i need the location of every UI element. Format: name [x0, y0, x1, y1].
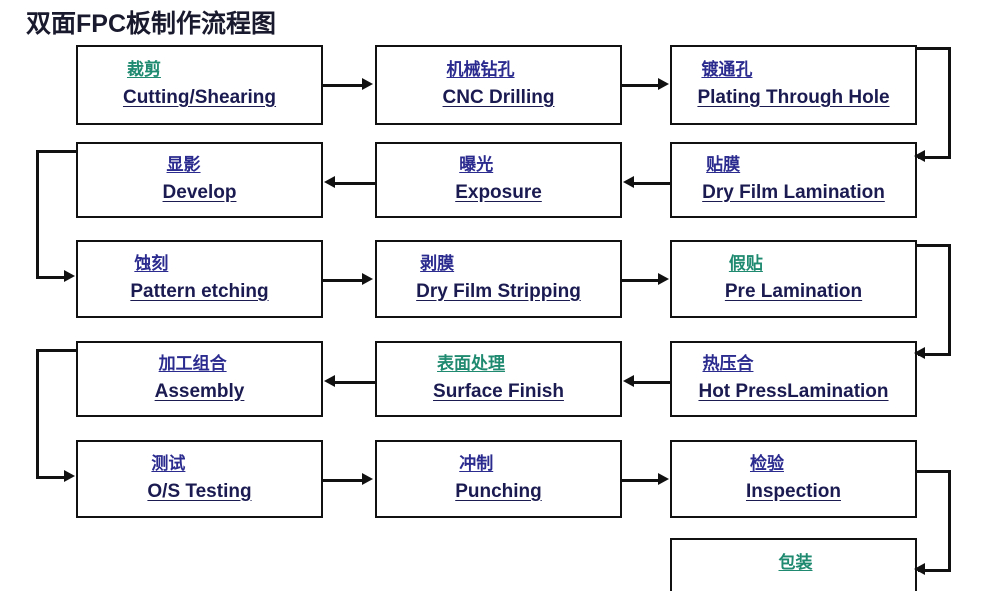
node-surface-finish-en: Surface Finish — [433, 380, 564, 402]
node-packaging-cn: 包装 — [778, 553, 813, 572]
node-cutting-cn: 裁剪 — [126, 60, 161, 80]
arrowhead-punching-to-inspection — [658, 473, 669, 485]
node-dry-film-lamination-en: Dry Film Lamination — [702, 181, 885, 203]
connector-surface-to-assembly — [334, 381, 375, 384]
node-plating-hole-en: Plating Through Hole — [697, 86, 890, 108]
node-exposure-cn: 曝光 — [459, 155, 494, 175]
node-punching-cn: 冲制 — [459, 454, 494, 474]
connector-plating-loop-vertical — [948, 47, 951, 158]
connector-inspection-loop-bottom — [918, 569, 951, 572]
node-cutting[interactable]: 裁剪 Cutting/Shearing — [76, 45, 323, 125]
node-hot-press-lamination-cn: 热压合 — [702, 354, 754, 374]
node-pre-lamination-cn: 假贴 — [728, 254, 763, 274]
node-exposure[interactable]: 曝光 Exposure — [375, 142, 622, 218]
node-inspection-cn: 检验 — [749, 454, 784, 474]
node-cnc-drilling[interactable]: 机械钻孔 CNC Drilling — [375, 45, 622, 125]
arrowhead-assembly-to-testing — [64, 470, 75, 482]
node-plating-hole[interactable]: 镀通孔 Plating Through Hole — [670, 45, 917, 125]
connector-develop-loop-vertical — [36, 150, 39, 279]
connector-cutting-to-drilling — [323, 84, 364, 87]
node-develop-en: Develop — [162, 181, 237, 203]
node-punching[interactable]: 冲制 Punching — [375, 440, 622, 518]
connector-prelamination-loop-bottom — [918, 353, 951, 356]
node-dry-film-stripping[interactable]: 剥膜 Dry Film Stripping — [375, 240, 622, 318]
node-inspection-en: Inspection — [745, 480, 841, 502]
node-assembly-en: Assembly — [154, 380, 245, 402]
arrowhead-hotpress-to-surface — [623, 375, 634, 387]
node-packaging[interactable]: 包装 — [670, 538, 917, 591]
connector-hotpress-to-surface — [633, 381, 670, 384]
node-surface-finish[interactable]: 表面处理 Surface Finish — [375, 341, 622, 417]
connector-develop-loop-top — [36, 150, 78, 153]
connector-testing-to-punching — [323, 479, 364, 482]
node-cutting-en: Cutting/Shearing — [122, 86, 277, 108]
node-exposure-en: Exposure — [455, 181, 542, 203]
connector-assembly-loop-bottom — [36, 476, 67, 479]
node-pre-lamination-en: Pre Lamination — [724, 280, 863, 302]
arrowhead-develop-to-etching — [64, 270, 75, 282]
node-pattern-etching-cn: 蚀刻 — [134, 254, 169, 274]
connector-punching-to-inspection — [622, 479, 660, 482]
arrowhead-testing-to-punching — [362, 473, 373, 485]
connector-lamination-to-exposure — [633, 182, 670, 185]
arrowhead-lamination-to-exposure — [623, 176, 634, 188]
connector-plating-loop-bottom — [918, 156, 951, 159]
node-assembly[interactable]: 加工组合 Assembly — [76, 341, 323, 417]
connector-inspection-loop-vertical — [948, 470, 951, 572]
node-surface-finish-cn: 表面处理 — [437, 354, 506, 374]
node-pre-lamination[interactable]: 假贴 Pre Lamination — [670, 240, 917, 318]
node-os-testing-cn: 测试 — [151, 454, 186, 474]
node-develop-cn: 显影 — [166, 155, 201, 175]
node-cnc-drilling-en: CNC Drilling — [442, 86, 555, 108]
arrowhead-drilling-to-plating — [658, 78, 669, 90]
connector-prelamination-loop-top — [915, 244, 951, 247]
arrowhead-surface-to-assembly — [324, 375, 335, 387]
connector-develop-loop-bottom — [36, 276, 67, 279]
node-cnc-drilling-cn: 机械钻孔 — [446, 60, 515, 80]
arrowhead-exposure-to-develop — [324, 176, 335, 188]
node-dry-film-lamination[interactable]: 贴膜 Dry Film Lamination — [670, 142, 917, 218]
node-dry-film-lamination-cn: 贴膜 — [706, 155, 741, 175]
node-develop[interactable]: 显影 Develop — [76, 142, 323, 218]
connector-exposure-to-develop — [334, 182, 375, 185]
arrowhead-inspection-to-packaging — [914, 563, 925, 575]
connector-drilling-to-plating — [622, 84, 660, 87]
page-title: 双面FPC板制作流程图 — [26, 10, 277, 38]
connector-inspection-loop-top — [915, 470, 951, 473]
node-punching-en: Punching — [455, 480, 542, 502]
connector-plating-loop-top — [915, 47, 951, 50]
arrowhead-cutting-to-drilling — [362, 78, 373, 90]
node-hot-press-lamination-en: Hot PressLamination — [698, 380, 889, 402]
arrowhead-plating-to-lamination — [914, 150, 925, 162]
node-inspection[interactable]: 检验 Inspection — [670, 440, 917, 518]
node-assembly-cn: 加工组合 — [158, 354, 227, 374]
node-dry-film-stripping-cn: 剥膜 — [420, 254, 455, 274]
connector-stripping-to-prelamination — [622, 279, 660, 282]
connector-prelamination-loop-vertical — [948, 244, 951, 356]
node-pattern-etching[interactable]: 蚀刻 Pattern etching — [76, 240, 323, 318]
connector-assembly-loop-vertical — [36, 349, 39, 479]
arrowhead-etching-to-stripping — [362, 273, 373, 285]
node-pattern-etching-en: Pattern etching — [130, 280, 269, 302]
node-os-testing-en: O/S Testing — [147, 480, 252, 502]
node-hot-press-lamination[interactable]: 热压合 Hot PressLamination — [670, 341, 917, 417]
connector-assembly-loop-top — [36, 349, 78, 352]
node-plating-hole-cn: 镀通孔 — [701, 60, 753, 80]
node-os-testing[interactable]: 测试 O/S Testing — [76, 440, 323, 518]
arrowhead-stripping-to-prelamination — [658, 273, 669, 285]
node-dry-film-stripping-en: Dry Film Stripping — [416, 280, 581, 302]
connector-etching-to-stripping — [323, 279, 364, 282]
arrowhead-prelamination-to-hotpress — [914, 347, 925, 359]
